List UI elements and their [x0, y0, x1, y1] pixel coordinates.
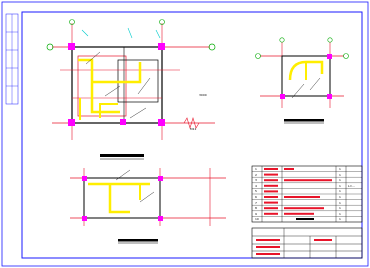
legend-note: L=... — [348, 183, 356, 188]
legend-qty: 1 — [339, 172, 341, 177]
small-plan — [255, 37, 349, 124]
legend-qty: 1 — [339, 206, 341, 211]
legend-num: 5 — [255, 189, 257, 194]
legend-table — [251, 165, 363, 223]
main-plan — [46, 19, 216, 160]
legend-num: 1 — [255, 167, 257, 171]
title-block — [251, 227, 363, 259]
legend-qty: 1 — [339, 216, 341, 221]
legend-qty: 1 — [339, 178, 341, 183]
axis-label: M11 — [190, 127, 197, 131]
legend-qty: 1 — [339, 183, 341, 188]
legend-num: 6 — [255, 195, 257, 199]
legend-num: 7 — [255, 200, 257, 205]
inner-border — [21, 11, 363, 259]
legend-num: 2 — [255, 172, 257, 177]
legend-qty: 1 — [339, 211, 341, 216]
dim-label: 3000 — [199, 93, 207, 97]
legend-num: 8 — [255, 206, 257, 211]
legend-qty: 1 — [339, 167, 341, 171]
legend-num: 9 — [255, 211, 257, 216]
legend-num: 10 — [255, 216, 259, 221]
legend-qty: 1 — [339, 189, 341, 194]
legend-qty: 1 — [339, 200, 341, 205]
legend-num: 4 — [255, 183, 257, 188]
legend-qty: 1 — [339, 195, 341, 199]
lower-plan — [70, 168, 226, 244]
legend-num: 3 — [255, 178, 257, 183]
